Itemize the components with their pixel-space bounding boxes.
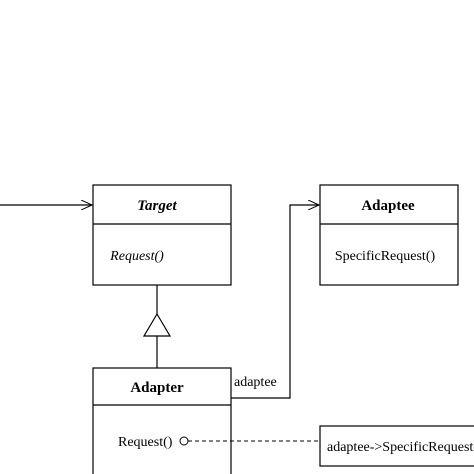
note-link <box>179 436 320 446</box>
adapter-operation: Request() <box>118 435 173 450</box>
note-box <box>319 425 474 467</box>
adapter-class-name: Adapter <box>130 380 184 396</box>
adaptee-class-name: Adaptee <box>361 198 415 214</box>
adapter-class-box <box>92 367 232 474</box>
target-class-box <box>92 184 232 286</box>
adapter-class: Adapter Request() <box>92 367 232 474</box>
target-class-name: Target <box>137 198 177 214</box>
note-text: adaptee->SpecificRequest() <box>327 440 474 455</box>
adaptee-operation: SpecificRequest() <box>335 249 436 264</box>
adaptee-role-label: adaptee <box>234 375 277 390</box>
adaptee-class-box <box>319 184 459 286</box>
note-anchor-circle-icon <box>179 436 189 446</box>
target-class: Target Request() <box>92 184 232 286</box>
inheritance-triangle-icon <box>142 312 172 337</box>
target-operation: Request() <box>109 249 164 264</box>
implementation-note: adaptee->SpecificRequest() <box>319 425 474 467</box>
adaptee-class: Adaptee SpecificRequest() <box>319 184 459 286</box>
adaptee-association: adaptee <box>231 205 319 399</box>
adaptee-association-line <box>231 205 319 399</box>
inheritance-relation <box>142 285 172 368</box>
